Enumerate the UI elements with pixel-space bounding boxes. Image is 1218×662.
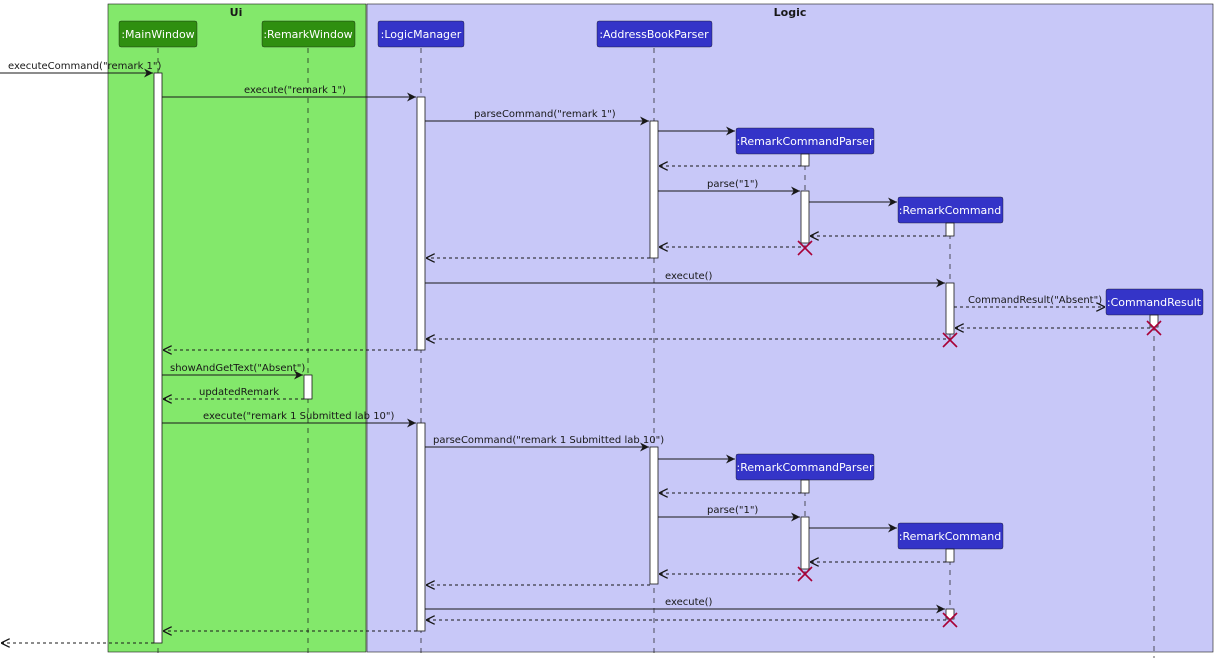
activation-main-window (153, 72, 163, 644)
destroy-markers (797, 240, 1162, 628)
activation-logic-manager-1 (416, 96, 426, 351)
activation-remark-command-1-exec (945, 282, 955, 335)
participant-remark-command-2: :RemarkCommand (897, 522, 1004, 550)
activation-remark-command-parser-2a (800, 479, 810, 494)
activation-remark-command-2 (945, 548, 955, 563)
participant-remark-command-parser-1-label: :RemarkCommandParser (737, 135, 874, 148)
participant-remark-command-1-label: :RemarkCommand (899, 204, 1002, 217)
msg-execute-remark-2-label: execute("remark 1 Submitted lab 10") (203, 411, 395, 422)
activation-address-book-parser-1 (649, 120, 659, 259)
participant-remark-command-parser-2-label: :RemarkCommandParser (737, 461, 874, 474)
participant-address-book-parser-label: :AddressBookParser (599, 28, 709, 41)
activations (153, 72, 1159, 644)
msg-execute-remark-1-label: execute("remark 1") (244, 85, 346, 96)
destroy-remark-command-2 (942, 612, 958, 628)
msg-parse-command-1-label: parseCommand("remark 1") (474, 109, 616, 120)
activation-address-book-parser-2 (649, 446, 659, 585)
msg-execute-empty-2-label: execute() (665, 597, 713, 608)
participant-logic-manager-label: :LogicManager (381, 28, 462, 41)
msg-updated-remark-label: updatedRemark (199, 387, 279, 398)
activation-remark-command-parser-1b (800, 190, 810, 244)
participant-main-window-label: :MainWindow (121, 28, 194, 41)
participant-remark-window: :RemarkWindow (261, 20, 356, 48)
participant-remark-command-parser-1: :RemarkCommandParser (735, 127, 875, 155)
participant-command-result-label: :CommandResult (1107, 296, 1202, 309)
activation-remark-command-parser-2b (800, 516, 810, 570)
msg-execute-empty-1-label: execute() (665, 271, 713, 282)
participant-address-book-parser: :AddressBookParser (596, 20, 713, 48)
activation-remark-command-1 (945, 222, 955, 237)
logic-box: Logic (366, 3, 1214, 653)
messages (0, 68, 1150, 643)
logic-box-title: Logic (774, 6, 807, 19)
activation-remark-window (303, 374, 313, 400)
msg-execute-command-label: executeCommand("remark 1") (8, 61, 162, 72)
participant-remark-command-1: :RemarkCommand (897, 196, 1004, 224)
activation-logic-manager-2 (416, 422, 426, 632)
msg-parse-command-2-label: parseCommand("remark 1 Submitted lab 10"… (433, 435, 664, 446)
participant-remark-command-parser-2: :RemarkCommandParser (735, 453, 875, 481)
msg-show-and-get-text-label: showAndGetText("Absent") (170, 363, 305, 374)
activation-remark-command-parser-1a (800, 153, 810, 167)
msg-command-result-absent-label: CommandResult("Absent") (968, 295, 1102, 306)
participant-remark-command-2-label: :RemarkCommand (899, 530, 1002, 543)
msg-parse-1b-label: parse("1") (707, 505, 758, 516)
message-labels: executeCommand("remark 1") execute("rema… (8, 61, 1102, 608)
destroy-remark-command-1 (942, 332, 958, 348)
participant-remark-window-label: :RemarkWindow (263, 28, 352, 41)
destroy-remark-command-parser-2 (797, 566, 813, 582)
participant-command-result: :CommandResult (1105, 288, 1204, 316)
msg-parse-1a-label: parse("1") (707, 179, 758, 190)
participant-main-window: :MainWindow (118, 20, 198, 48)
ui-box-title: Ui (230, 6, 243, 19)
destroy-remark-command-parser-1 (797, 240, 813, 256)
participant-logic-manager: :LogicManager (377, 20, 465, 48)
destroy-command-result (1146, 320, 1162, 336)
ui-box: Ui (107, 3, 367, 653)
